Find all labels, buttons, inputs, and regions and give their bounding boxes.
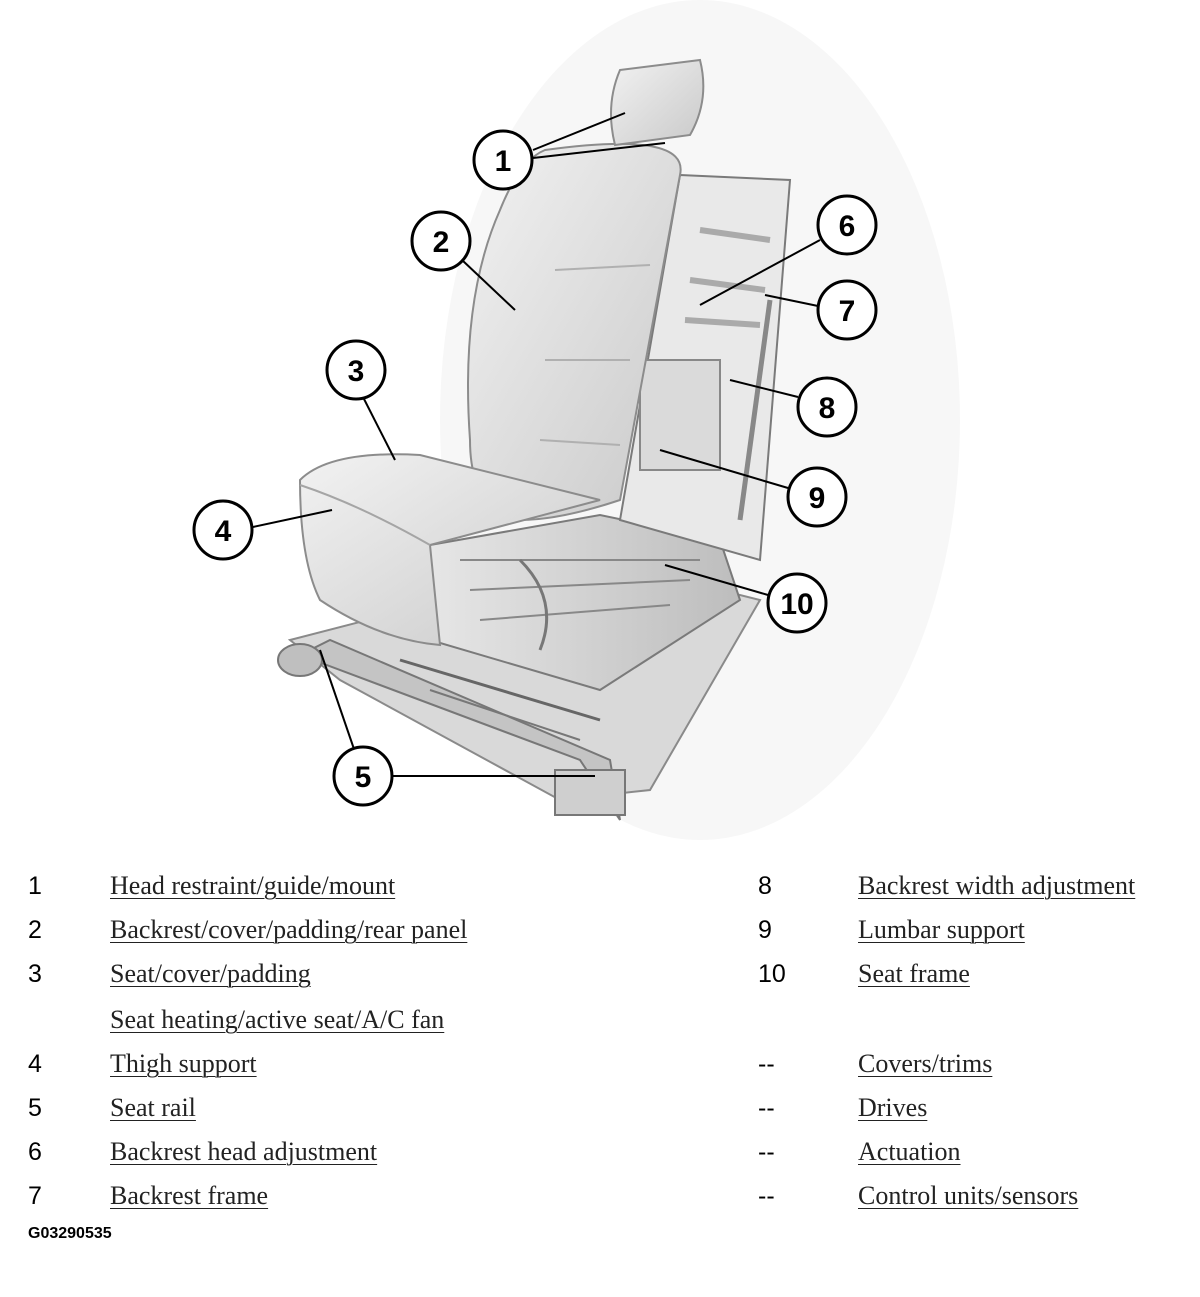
head-restraint-drawing [610,58,705,147]
legend-number: -- [758,1050,775,1078]
callout-3: 3 [325,339,387,401]
legend-link[interactable]: Seat rail [110,1093,196,1122]
legend-link[interactable]: Backrest width adjustment [858,871,1136,900]
legend-link[interactable]: Lumbar support [858,915,1025,944]
legend-link[interactable]: Drives [858,1093,928,1122]
callout-2: 2 [410,210,472,272]
callout-7: 7 [816,279,878,341]
seat-cushion-drawing [298,453,601,647]
legend-link[interactable]: Control units/sensors [858,1181,1079,1210]
legend-link[interactable]: Seat heating/active seat/A/C fan [110,1005,445,1034]
svg-text:7: 7 [839,295,856,328]
svg-text:6: 6 [839,210,856,243]
legend-link[interactable]: Head restraint/guide/mount [110,871,396,900]
callout-4: 4 [192,499,254,561]
legend-number: -- [758,1182,775,1210]
callout-1: 1 [472,129,534,191]
svg-text:1: 1 [495,145,512,178]
legend-link[interactable]: Backrest frame [110,1181,269,1210]
legend-link[interactable]: Covers/trims [858,1049,993,1078]
svg-text:5: 5 [355,761,372,794]
legend-link[interactable]: Backrest/cover/padding/rear panel [110,915,468,944]
svg-text:9: 9 [809,482,826,515]
callout-8: 8 [796,376,858,438]
callout-6: 6 [816,194,878,256]
legend-number: 9 [758,916,772,944]
backrest-drawing [467,142,682,522]
callout-5: 5 [332,745,394,807]
legend-number: -- [758,1138,775,1166]
legend-link[interactable]: Backrest head adjustment [110,1137,378,1166]
seat-frame-drawing [429,513,742,692]
svg-text:3: 3 [348,355,365,388]
callout-9: 9 [786,466,848,528]
figure-id: G03290535 [28,1225,112,1242]
legend-link[interactable]: Thigh support [110,1049,257,1078]
svg-text:2: 2 [433,226,450,259]
seat-diagram: 1 2 3 4 5 6 7 8 9 10 [192,58,878,821]
legend-number: 7 [28,1182,42,1210]
legend-number: 4 [28,1050,42,1078]
svg-text:10: 10 [780,588,813,621]
legend-link[interactable]: Seat/cover/padding [110,959,311,988]
svg-text:8: 8 [819,392,836,425]
legend-number: 6 [28,1138,42,1166]
legend-link[interactable]: Actuation [858,1137,961,1166]
legend-number: 8 [758,872,772,900]
legend-number: 2 [28,916,42,944]
leader-lines [252,112,821,777]
legend-number: 3 [28,960,42,988]
legend-link[interactable]: Seat frame [858,959,970,988]
backrest-frame-drawing [618,173,792,562]
legend-number: -- [758,1094,775,1122]
callout-10: 10 [766,572,828,634]
legend-number: 10 [758,960,786,988]
legend-number: 1 [28,872,42,900]
svg-text:4: 4 [215,515,232,548]
legend-number: 5 [28,1094,42,1122]
